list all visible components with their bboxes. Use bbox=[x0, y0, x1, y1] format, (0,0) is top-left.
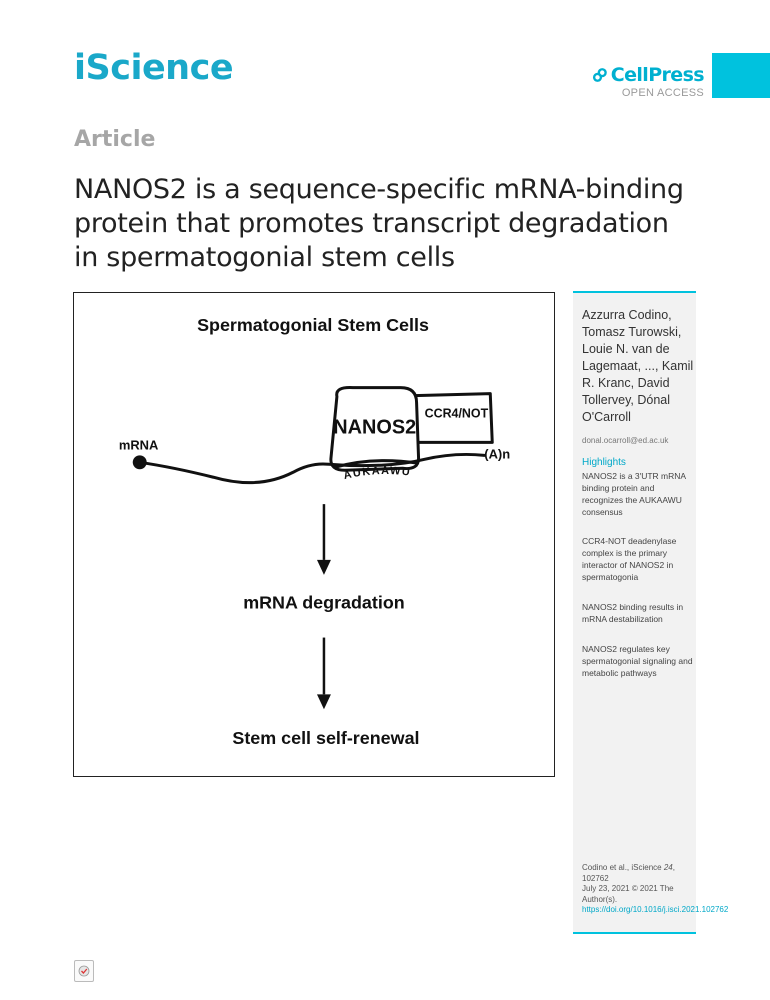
citation-volume: 24 bbox=[663, 863, 673, 872]
sidebar: Azzurra Codino, Tomasz Turowski, Louie N… bbox=[573, 291, 729, 934]
article-title: NANOS2 is a sequence-specific mRNA-bindi… bbox=[74, 174, 684, 274]
check-for-updates-icon[interactable] bbox=[74, 960, 94, 982]
graphical-abstract: Spermatogonial Stem Cells CCR4/NOT NANOS… bbox=[73, 292, 555, 777]
mrna-strand bbox=[138, 452, 486, 485]
self-renewal-label: Stem cell self-renewal bbox=[232, 728, 419, 748]
open-access-label: OPEN ACCESS bbox=[621, 87, 704, 99]
publisher-logo: CellPress OPEN ACCESS bbox=[592, 64, 705, 99]
highlight-item: NANOS2 regulates key spermatogonial sign… bbox=[582, 644, 693, 678]
publisher-accent-bar bbox=[712, 53, 770, 98]
abstract-heading: Spermatogonial Stem Cells bbox=[197, 315, 429, 335]
check-for-updates-mark bbox=[78, 965, 90, 977]
highlight-item: CCR4-NOT deadenylase complex is the prim… bbox=[582, 536, 677, 582]
arrowhead-to-self-renewal bbox=[316, 694, 331, 710]
mrna-cap-dot bbox=[132, 455, 147, 470]
graphical-abstract-figure: Spermatogonial Stem Cells CCR4/NOT NANOS… bbox=[119, 315, 510, 748]
publisher-name: CellPress bbox=[592, 64, 705, 86]
authors: Azzurra Codino, Tomasz Turowski, Louie N… bbox=[582, 308, 694, 424]
corresponding-email[interactable]: donal.ocarroll@ed.ac.uk bbox=[582, 436, 669, 445]
citation: Codino et al., iScience 24, 102762 July … bbox=[582, 863, 729, 916]
cellpress-icon bbox=[592, 68, 607, 82]
arrowhead-to-degradation bbox=[316, 559, 331, 575]
motif-arc bbox=[334, 459, 419, 469]
nanos2-label: NANOS2 bbox=[333, 416, 416, 438]
mrna-degradation-label: mRNA degradation bbox=[243, 593, 404, 613]
nanos2-shape bbox=[329, 386, 421, 472]
citation-date: July 23, 2021 © 2021 The Author(s). bbox=[582, 884, 674, 904]
article-type: Article bbox=[74, 127, 156, 152]
mrna-label: mRNA bbox=[119, 437, 159, 452]
highlight-item: NANOS2 binding results in mRNA destabili… bbox=[582, 602, 684, 624]
highlight-item: NANOS2 is a 3′UTR mRNA binding protein a… bbox=[582, 471, 686, 517]
ccr4-not-label: CCR4/NOT bbox=[425, 406, 489, 420]
journal-logo: iScience bbox=[74, 48, 234, 88]
doi-link[interactable]: https://doi.org/10.1016/j.isci.2021.1027… bbox=[582, 905, 729, 914]
publisher-name-text: CellPress bbox=[610, 64, 705, 86]
polya-label: (A)n bbox=[484, 446, 510, 461]
highlights-heading: Highlights bbox=[582, 457, 626, 468]
citation-article-number: , 102762 bbox=[582, 863, 675, 883]
citation-authors: Codino et al., iScience bbox=[582, 863, 662, 872]
